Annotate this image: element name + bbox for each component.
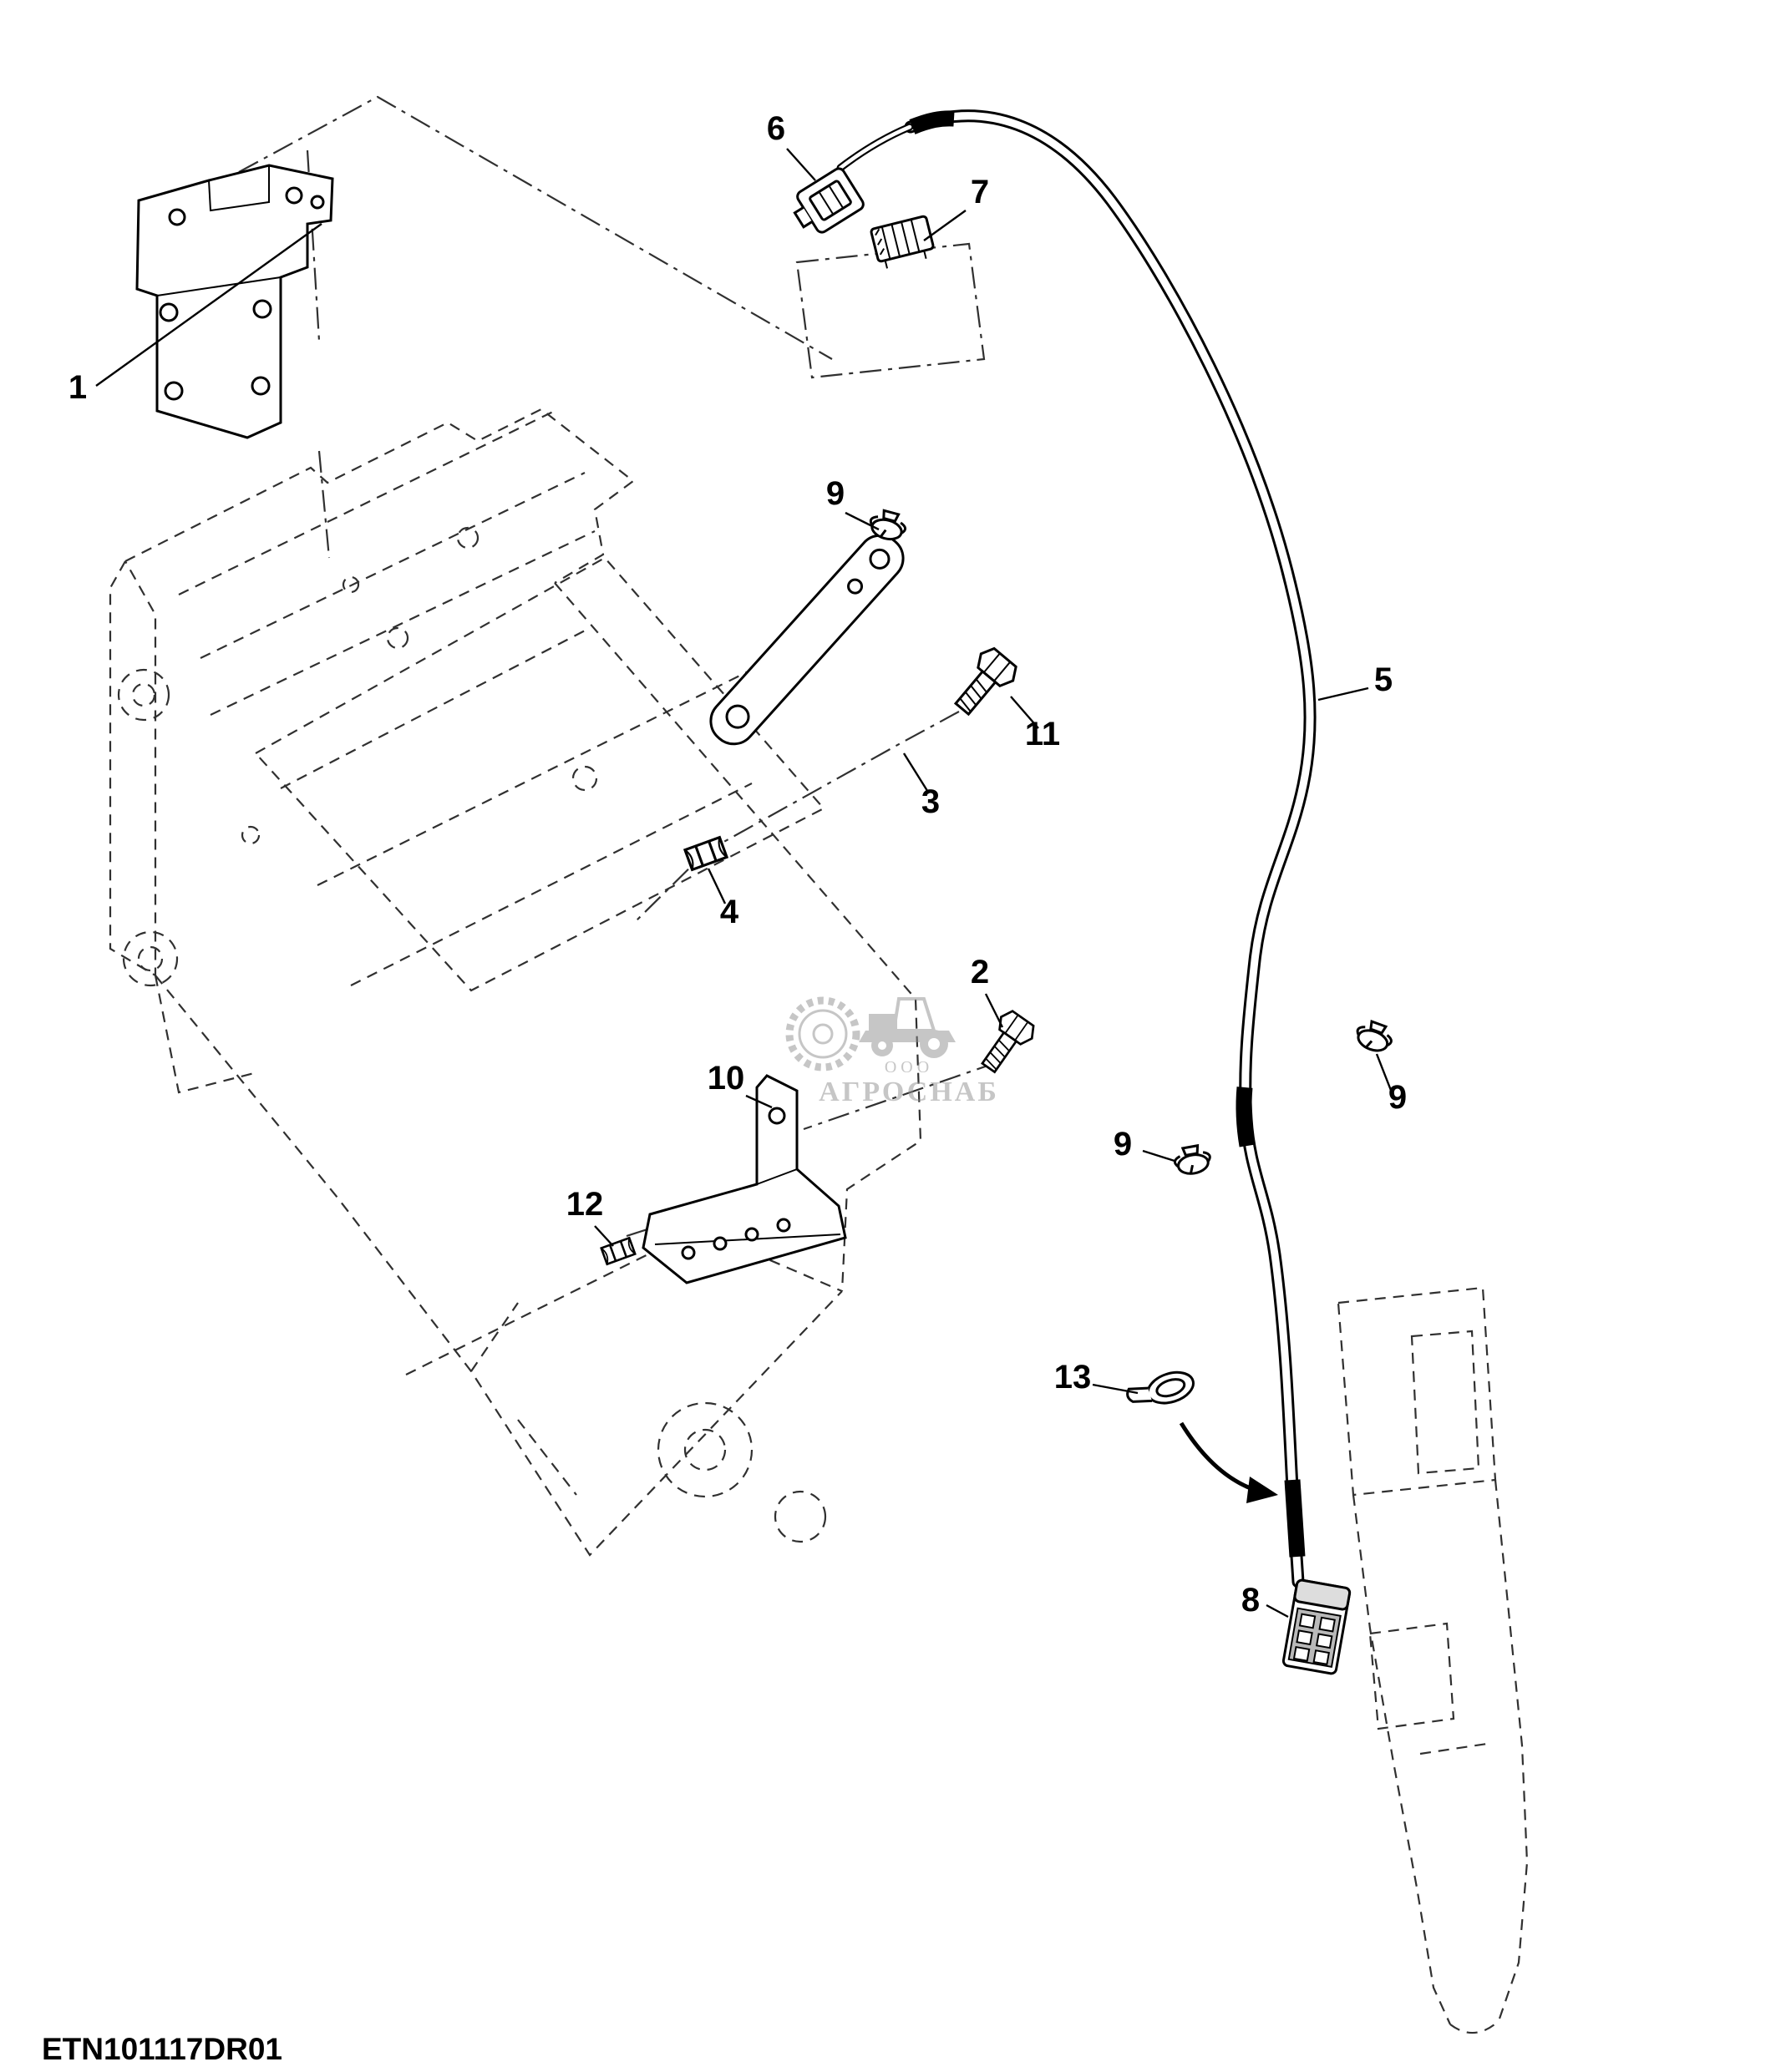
leader-line-10: [745, 1094, 773, 1109]
leader-line-9c: [1142, 1149, 1175, 1163]
callout-13: 13: [1054, 1359, 1092, 1396]
leader-line-4: [707, 868, 727, 904]
callout-12: 12: [566, 1186, 604, 1223]
connector-wire-core: [838, 124, 912, 170]
callout-6: 6: [767, 110, 785, 147]
clip-part-9-c: [1171, 1142, 1214, 1178]
clip-part-13: [1126, 1370, 1195, 1405]
phantom-frame-pivots: [117, 526, 827, 1543]
bracket-10-outline: [642, 1074, 847, 1284]
leader-line-5: [1317, 686, 1369, 702]
leader-line-3: [902, 752, 931, 794]
leader-line-9a: [845, 511, 880, 531]
leader-line-9b: [1375, 1053, 1393, 1093]
install-direction-arrow: [1179, 1421, 1278, 1503]
harness-cable-part-5: [836, 109, 1317, 1588]
watermark-org-type: ООО: [885, 1058, 933, 1077]
connector-part-6: [793, 167, 865, 234]
nut-part-12: [600, 1237, 637, 1265]
cable-sleeve-top: [909, 110, 955, 134]
cable-outline: [904, 109, 1317, 1588]
callout-2: 2: [971, 954, 989, 990]
connector-part-8: [1281, 1578, 1352, 1675]
drawing-code: ETN101117DR01: [42, 2032, 282, 2066]
watermark-gear-icon: [785, 996, 860, 1071]
leader-line-8: [1266, 1603, 1289, 1619]
callouts: 1 6 7 9 11 3 4 2 5 10 12 9 9 13 8: [69, 110, 1407, 1619]
watermark: ООО АГРОСНАБ: [785, 996, 999, 1107]
watermark-tractor-icon: [859, 997, 956, 1058]
leader-line-11: [1010, 696, 1039, 729]
callout-11: 11: [1025, 716, 1060, 752]
leader-lines: [95, 148, 1393, 1619]
bracket-10-holes: [681, 1107, 791, 1260]
bolt-part-11: [945, 642, 1022, 724]
clip-part-9-b: [1352, 1016, 1397, 1056]
connector-part-7: [870, 215, 935, 269]
leader-line-1: [95, 223, 322, 387]
callout-3: 3: [921, 783, 940, 820]
phantom-seat-frame: [109, 408, 922, 1557]
leader-line-2: [984, 993, 1004, 1028]
phantom-armrest: [1337, 1286, 1529, 2034]
callout-9b: 9: [1388, 1079, 1407, 1116]
leader-line-6: [786, 148, 816, 181]
strap-3-holes: [725, 548, 891, 729]
cable-core: [906, 112, 1314, 1586]
connector-8-pin-cavities: [1292, 1613, 1336, 1665]
callout-9c: 9: [1114, 1126, 1132, 1163]
phantom-center-lines: [238, 95, 998, 1238]
leader-line-7: [923, 210, 967, 241]
cable-sleeve-mid: [1236, 1087, 1256, 1147]
bracket-part-1: [135, 164, 334, 439]
bracket-1-outline: [135, 164, 334, 439]
bracket-1-fold-lines: [156, 165, 282, 296]
nut-part-4: [683, 836, 728, 871]
bracket-1-holes: [159, 186, 325, 401]
callout-8: 8: [1241, 1582, 1260, 1619]
callout-5: 5: [1374, 661, 1393, 698]
bracket-part-10: [642, 1074, 847, 1284]
watermark-name: АГРОСНАБ: [819, 1077, 999, 1107]
leader-line-13: [1092, 1383, 1139, 1395]
connector-7-pins: [875, 219, 927, 269]
callout-7: 7: [971, 174, 989, 210]
callout-4: 4: [720, 894, 739, 930]
cable-sleeve-bottom: [1284, 1479, 1306, 1558]
callout-10: 10: [708, 1060, 745, 1097]
leader-line-12: [594, 1225, 614, 1247]
callout-1: 1: [69, 369, 87, 406]
strap-bracket-part-3: [709, 534, 905, 746]
callout-9a: 9: [826, 475, 845, 512]
